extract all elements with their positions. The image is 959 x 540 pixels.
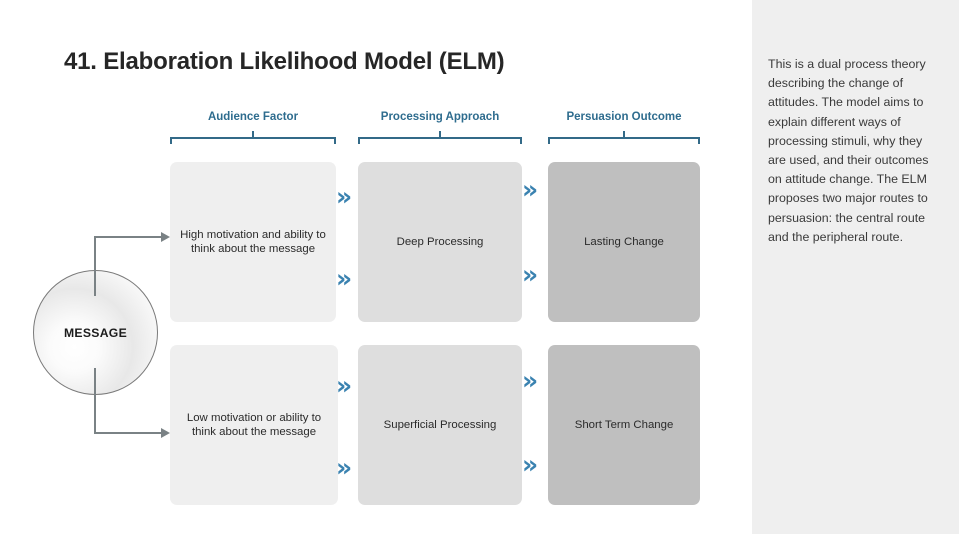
- chevron-right-icon: »: [336, 264, 353, 293]
- connector-arrowhead-up: [161, 232, 170, 242]
- side-panel-description: This is a dual process theory describing…: [768, 57, 929, 244]
- box-label: High motivation and ability to think abo…: [180, 228, 326, 256]
- column-header-processing-approach: Processing Approach: [380, 111, 500, 123]
- box-short-term-change[interactable]: Short Term Change: [548, 345, 700, 505]
- bracket-end-left: [548, 137, 550, 144]
- box-label: Deep Processing: [396, 235, 484, 248]
- chevron-right-icon: »: [522, 366, 539, 395]
- bracket-end-right: [334, 137, 336, 144]
- chevron-right-icon: »: [336, 182, 353, 211]
- bracket-tick: [252, 131, 254, 138]
- bracket-bar: [170, 137, 336, 139]
- bracket-tick: [623, 131, 625, 138]
- bracket-end-left: [358, 137, 360, 144]
- connector-horizontal-down: [94, 432, 164, 434]
- chevron-right-icon: »: [336, 453, 353, 482]
- bracket-end-right: [520, 137, 522, 144]
- box-superficial-processing[interactable]: Superficial Processing: [358, 345, 522, 505]
- chevron-right-icon: »: [522, 175, 539, 204]
- column-header-persuasion-outcome: Persuasion Outcome: [566, 111, 682, 123]
- bracket-bar: [548, 137, 700, 139]
- bracket-bar: [358, 137, 522, 139]
- chevron-right-icon: »: [522, 450, 539, 479]
- box-lasting-change[interactable]: Lasting Change: [548, 162, 700, 322]
- bracket-tick: [439, 131, 441, 138]
- bracket-end-left: [170, 137, 172, 144]
- box-label: Low motivation or ability to think about…: [186, 411, 322, 439]
- connector-arrowhead-down: [161, 428, 170, 438]
- connector-vertical-down: [94, 368, 96, 434]
- side-panel: This is a dual process theory describing…: [752, 0, 959, 534]
- column-bracket-processing-approach: [358, 131, 522, 144]
- connector-horizontal-up: [94, 236, 164, 238]
- box-audience-low-motivation[interactable]: Low motivation or ability to think about…: [170, 345, 338, 505]
- page-title: 41. Elaboration Likelihood Model (ELM): [64, 48, 505, 75]
- chevron-right-icon: »: [336, 371, 353, 400]
- box-label: Superficial Processing: [383, 418, 497, 431]
- column-bracket-persuasion-outcome: [548, 131, 700, 144]
- message-node-label: MESSAGE: [63, 325, 128, 340]
- box-label: Lasting Change: [584, 235, 664, 248]
- chevron-right-icon: »: [522, 260, 539, 289]
- connector-vertical-up: [94, 236, 96, 296]
- column-bracket-audience-factor: [170, 131, 336, 144]
- box-label: Short Term Change: [574, 418, 674, 431]
- column-header-audience-factor: Audience Factor: [207, 111, 299, 123]
- box-audience-high-motivation[interactable]: High motivation and ability to think abo…: [170, 162, 336, 322]
- bracket-end-right: [698, 137, 700, 144]
- box-deep-processing[interactable]: Deep Processing: [358, 162, 522, 322]
